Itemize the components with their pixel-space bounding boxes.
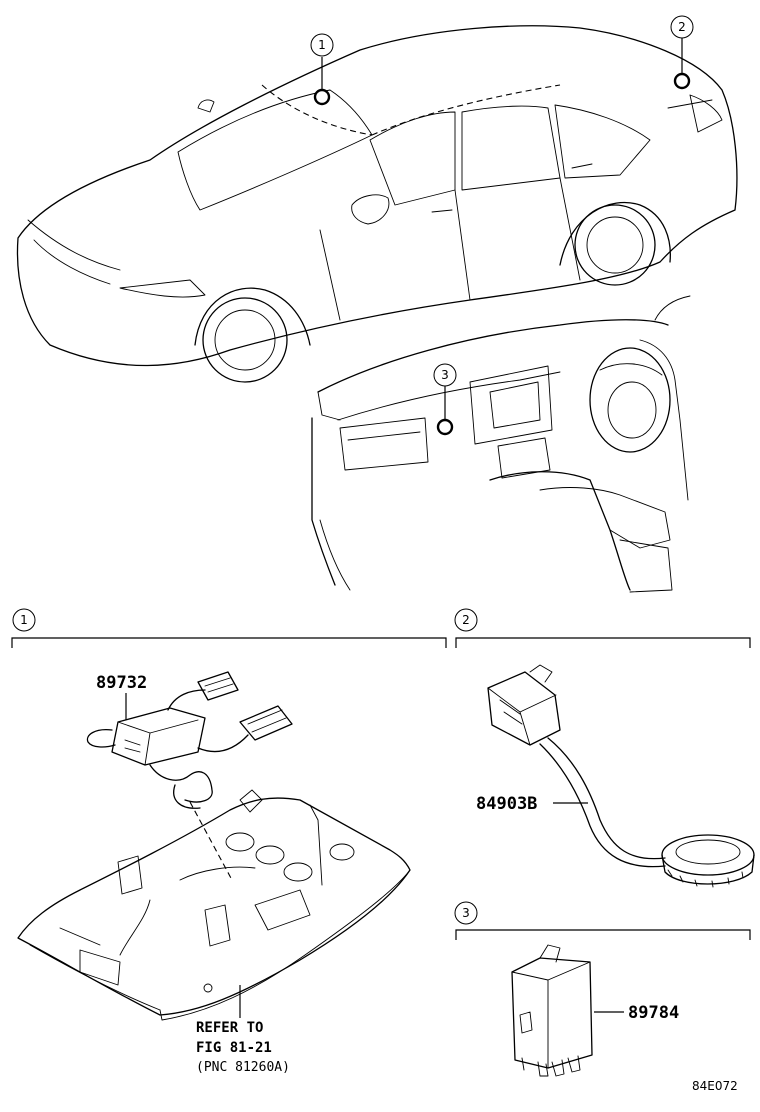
section-3-number: 3 — [462, 906, 470, 920]
sensor-cable-drawing — [487, 664, 755, 888]
figure-code: 84E072 — [692, 1079, 738, 1093]
part-number-84903b: 84903B — [476, 794, 537, 814]
section-1-number: 1 — [20, 613, 28, 627]
section-3-header: 3 — [454, 901, 751, 940]
refer-note: REFER TO FIG 81-21 (PNC 81260A) — [196, 1020, 290, 1075]
refer-note-line-3: (PNC 81260A) — [196, 1060, 290, 1075]
refer-note-line-1: REFER TO — [196, 1020, 263, 1036]
part-number-89784: 89784 — [628, 1003, 679, 1023]
section-1-header: 1 — [11, 608, 447, 648]
callout-2-number: 2 — [678, 20, 686, 34]
roof-console-drawing — [17, 789, 411, 1021]
location-marker-2 — [673, 72, 691, 90]
callout-3 — [433, 363, 457, 387]
car-illustration — [16, 25, 738, 383]
callout-1 — [310, 33, 334, 57]
location-marker-1 — [313, 88, 331, 106]
location-marker-3 — [436, 418, 454, 436]
part-number-89732: 89732 — [96, 673, 147, 693]
sensor-assembly-drawing — [86, 671, 293, 809]
section-2-header: 2 — [454, 608, 751, 648]
control-module-drawing — [511, 944, 593, 1077]
refer-note-line-2: FIG 81-21 — [196, 1040, 272, 1056]
callout-1-number: 1 — [318, 38, 326, 52]
section-2-number: 2 — [462, 613, 470, 627]
interior-illustration — [311, 295, 691, 593]
callout-3-number: 3 — [441, 368, 449, 382]
callout-2 — [670, 15, 694, 39]
